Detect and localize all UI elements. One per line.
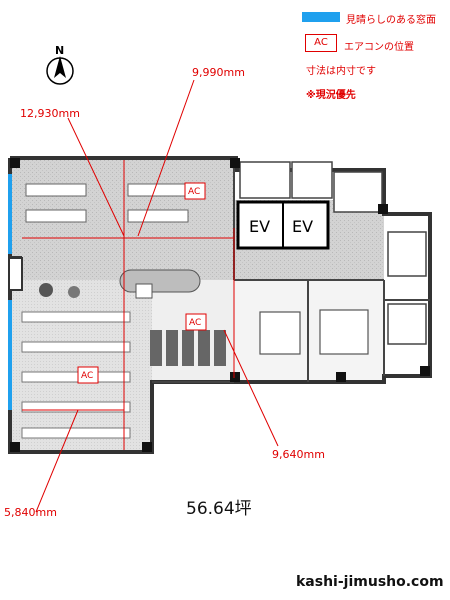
- upper-desks: [25, 183, 189, 223]
- legend-priority-note: ※現況優先: [306, 90, 356, 101]
- compass-label: N: [55, 44, 64, 57]
- svg-text:AC: AC: [188, 187, 200, 197]
- dimension-9640-label: 9,640mm: [272, 448, 325, 461]
- elevator-1-label: EV: [249, 217, 270, 236]
- ac-unit-1: AC: [184, 182, 206, 200]
- dimension-12930-label: 12,930mm: [20, 107, 80, 120]
- site-name: kashi-jimusho.com: [296, 574, 444, 590]
- svg-text:AC: AC: [189, 318, 201, 328]
- view-window-upper: [8, 174, 12, 254]
- lower-desks: [21, 311, 131, 439]
- storage-cabinets: [150, 330, 226, 366]
- ac-unit-2: AC: [185, 313, 207, 331]
- dimension-9990-label: 9,990mm: [192, 66, 245, 79]
- restroom-1: [239, 161, 291, 199]
- plant-2: [68, 286, 80, 298]
- meeting-tables: [259, 309, 369, 355]
- legend-view-window: 見晴らしのある窓面: [346, 15, 436, 26]
- plant-1: [39, 283, 53, 297]
- restroom-3: [387, 303, 427, 345]
- legend-ac-box: AC: [305, 34, 337, 52]
- lower-office-floor: [12, 280, 152, 450]
- notch-wall: [10, 257, 23, 291]
- elevator-2-label: EV: [292, 217, 313, 236]
- restroom-2: [291, 161, 333, 199]
- legend-ac-position: エアコンの位置: [344, 42, 414, 53]
- service-room: [333, 171, 383, 213]
- legend-dimension-note: 寸法は内寸です: [306, 66, 376, 77]
- dimension-lines: [22, 79, 279, 513]
- svg-text:AC: AC: [81, 371, 93, 381]
- view-window-lower: [8, 300, 12, 410]
- floor-area: 56.64坪: [186, 499, 252, 519]
- reception-desk: [135, 283, 153, 299]
- dimension-5840-label: 5,840mm: [4, 506, 57, 519]
- columns: [10, 158, 430, 452]
- view-window-swatch: [302, 12, 340, 22]
- ac-unit-3: AC: [77, 366, 99, 384]
- storage-room: [387, 231, 427, 277]
- compass: N: [46, 44, 74, 85]
- reception-counter: [119, 269, 201, 293]
